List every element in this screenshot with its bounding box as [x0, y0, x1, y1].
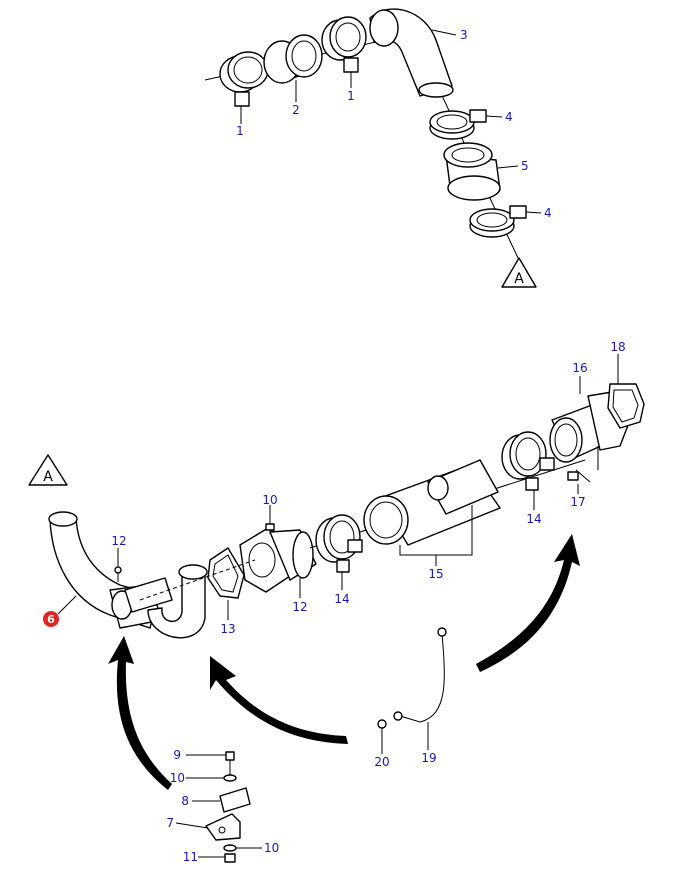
- callout-3: 3: [460, 28, 468, 42]
- reference-marker-lower-label: A: [43, 469, 53, 485]
- flow-arrow-left: [108, 636, 172, 790]
- bolt-top: [265, 514, 275, 534]
- callout-7: 7: [166, 816, 174, 830]
- coupling-sleeve: [263, 34, 323, 84]
- callout-8: 8: [181, 794, 189, 808]
- flow-arrow-right: [476, 534, 580, 672]
- callout-17: 17: [570, 495, 585, 509]
- hose-clamp-right: [321, 16, 367, 73]
- callout-2: 2: [292, 103, 300, 117]
- callout-16: 16: [572, 361, 587, 375]
- reference-marker-lower: A: [28, 454, 68, 486]
- callout-13: 13: [220, 622, 235, 636]
- callout-10-lower: 10: [264, 841, 279, 855]
- callout-14-right: 14: [526, 512, 541, 526]
- exhaust-bend-pipe: [48, 511, 173, 629]
- lower-assembly-axis: [139, 559, 256, 601]
- callout-10-upper: 10: [170, 771, 185, 785]
- callout-15: 15: [428, 567, 443, 581]
- reference-marker-upper: A: [501, 257, 537, 288]
- hose-clamp-left: [219, 51, 269, 107]
- bolt-17: [567, 469, 591, 483]
- callout-19: 19: [421, 751, 436, 765]
- reference-marker-upper-label: A: [514, 271, 524, 287]
- callout-9: 9: [173, 748, 181, 762]
- callout-10-top: 10: [262, 493, 277, 507]
- flange-bolt-left: [114, 566, 122, 582]
- callout-4b: 4: [544, 206, 552, 220]
- flange-adapter: [239, 527, 317, 593]
- band-clamp-right: [501, 431, 555, 491]
- u-pipe-section: [147, 564, 208, 639]
- callout-11: 11: [183, 850, 198, 864]
- callout-14-left: 14: [334, 592, 349, 606]
- flow-arrow-middle: [210, 656, 348, 744]
- reducer-sleeve: [443, 142, 501, 201]
- earth-cable: [377, 627, 447, 729]
- outlet-gasket: [607, 383, 645, 429]
- callout-18: 18: [610, 340, 625, 354]
- callout-1a: 1: [236, 124, 244, 138]
- callout-4a: 4: [505, 110, 513, 124]
- bracket-assembly: [205, 751, 251, 863]
- elbow-pipe: [369, 8, 454, 98]
- gasket: [207, 547, 245, 599]
- callout-6: 6: [47, 613, 55, 626]
- callout-12-left: 12: [111, 534, 126, 548]
- hose-clamp-upper: [429, 109, 487, 140]
- highlighted-callout-6: 6: [43, 611, 59, 627]
- callout-1b: 1: [347, 89, 355, 103]
- band-clamp-left: [315, 514, 363, 573]
- callout-20: 20: [374, 755, 389, 769]
- callout-12-right: 12: [292, 600, 307, 614]
- callout-5: 5: [521, 159, 529, 173]
- hose-clamp-lower: [469, 205, 527, 238]
- pipe-section: [363, 459, 501, 546]
